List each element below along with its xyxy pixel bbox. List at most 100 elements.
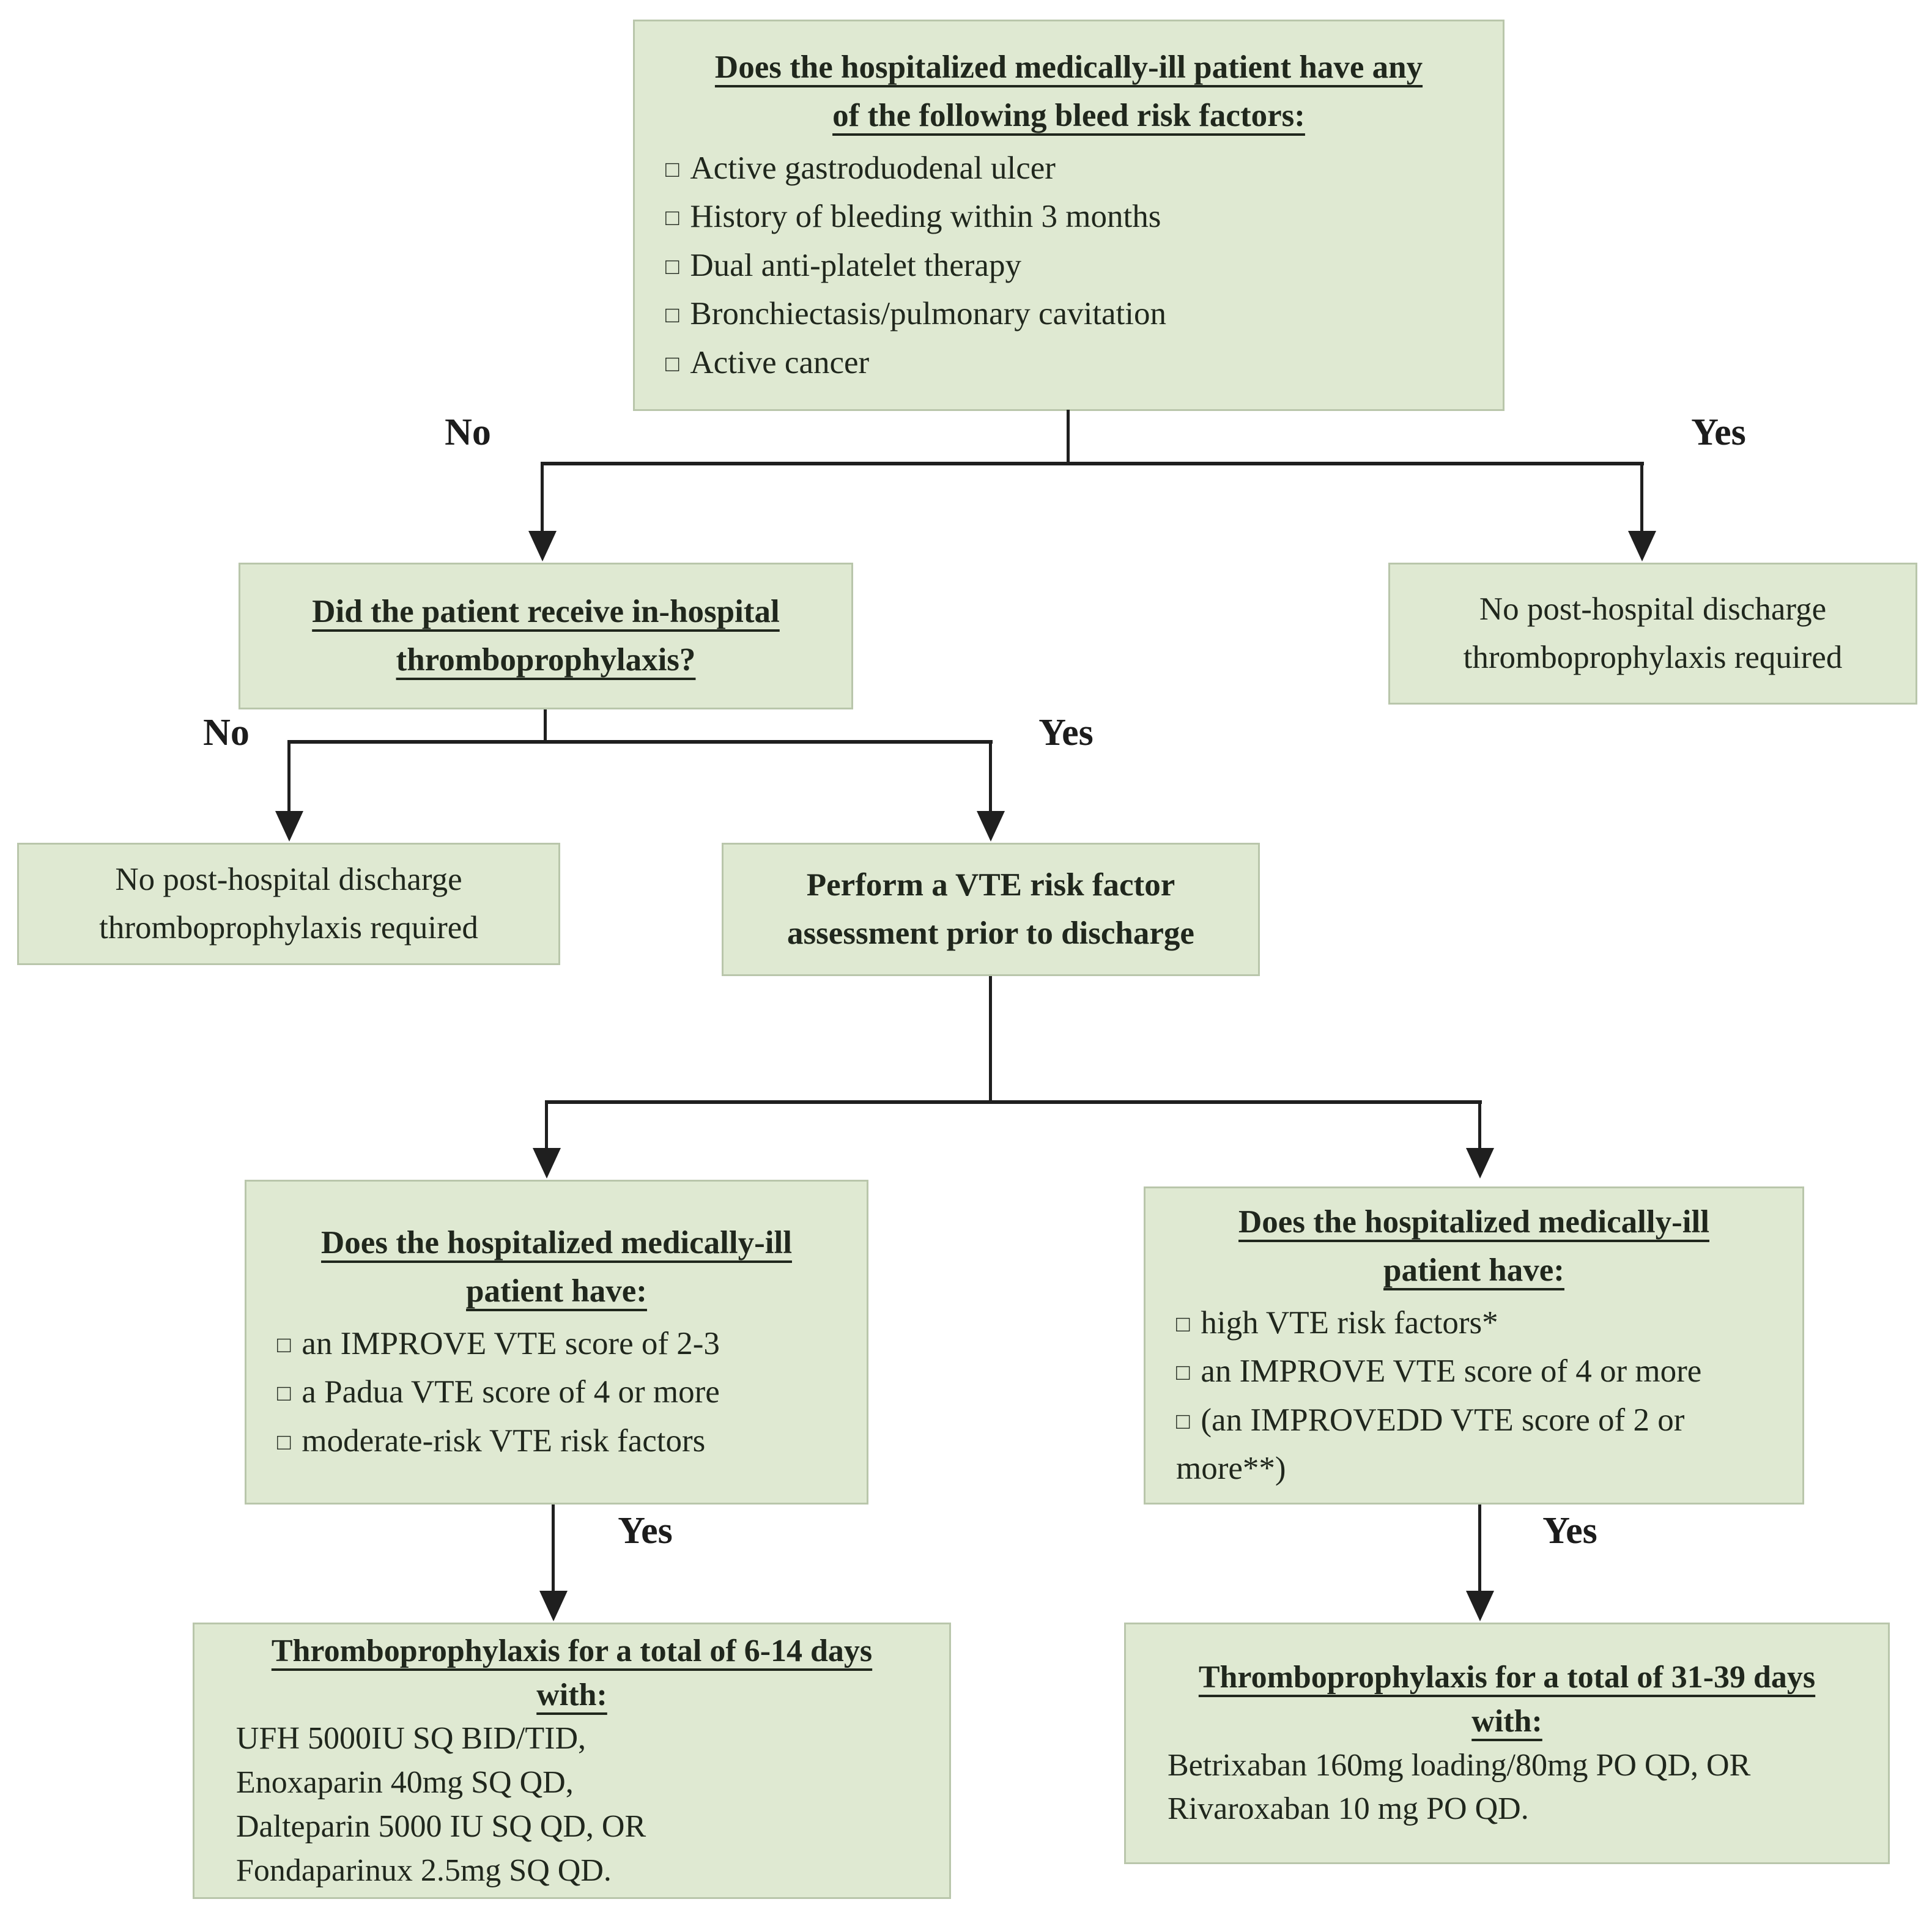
connector-branch3-horizontal <box>545 1100 1482 1104</box>
checklist-item: □(an IMPROVEDD VTE score of 2 or more**) <box>1176 1396 1772 1493</box>
edge-label-no: No <box>203 712 250 753</box>
title-line: with: <box>536 1677 607 1712</box>
connector-high-yes-drop <box>1478 1505 1481 1595</box>
moderate-risk-checklist: □ an IMPROVE VTE score of 2-3 □ a Padua VT… <box>277 1320 836 1466</box>
checklist-item-label: a Padua VTE score of 4 or more <box>302 1374 720 1410</box>
drug-line: Betrixaban 160mg loading/80mg PO QD, OR <box>1168 1747 1751 1783</box>
title-line: with: <box>1471 1703 1542 1739</box>
text-line: thromboprophylaxis required <box>1463 640 1843 675</box>
bleed-risk-checklist: □Active gastroduodenal ulcer □History of… <box>665 144 1472 388</box>
arrow-down-icon <box>539 1591 568 1621</box>
bleed-risk-question-box: Does the hospitalized medically-ill pati… <box>633 20 1505 411</box>
high-risk-checklist: □ high VTE risk factors* □ an IMPROVE VTE … <box>1176 1299 1772 1493</box>
arrow-down-icon <box>977 811 1005 842</box>
no-discharge-prophylaxis-box-left: No post-hospital discharge thromboprophy… <box>17 843 560 965</box>
checklist-item: □ Active cancer <box>665 339 1472 388</box>
extended-course-drug-list: Betrixaban 160mg loading/80mg PO QD, OR … <box>1157 1744 1857 1832</box>
checklist-item: □ History of bleeding within 3 months <box>665 193 1472 242</box>
title-line: Did the patient receive in-hospital <box>312 593 780 629</box>
connector-stem-in-hospital-question <box>544 709 547 741</box>
title-line: thromboprophylaxis? <box>396 642 696 678</box>
checklist-item: □Active gastroduodenal ulcer <box>665 144 1472 193</box>
title-line: Does the hospitalized medically-ill pati… <box>714 49 1423 85</box>
checkbox-icon: □ <box>665 303 679 328</box>
vte-assessment-box: Perform a VTE risk factor assessment pri… <box>722 843 1260 976</box>
title-line: Does the hospitalized medically-ill <box>1238 1204 1709 1240</box>
connector-stem-bleed-risk <box>1067 410 1070 462</box>
drug-line: UFH 5000IU SQ BID/TID, <box>236 1721 586 1756</box>
no-discharge-prophylaxis-box-right: No post-hospital discharge thromboprophy… <box>1388 563 1917 705</box>
checklist-item: □ an IMPROVE VTE score of 2-3 <box>277 1320 836 1369</box>
checkbox-icon: □ <box>665 351 679 377</box>
checklist-item-label: Bronchiectasis/pulmonary cavitation <box>690 296 1166 332</box>
text-line: No post-hospital discharge <box>1479 591 1827 627</box>
in-hospital-question-title: Did the patient receive in-hospital thro… <box>271 588 821 685</box>
moderate-risk-decision-box: Does the hospitalized medically-ill pati… <box>245 1180 868 1505</box>
high-risk-title: Does the hospitalized medically-ill pati… <box>1176 1198 1772 1295</box>
high-risk-decision-box: Does the hospitalized medically-ill pati… <box>1144 1186 1804 1505</box>
connector-branch2-horizontal <box>287 740 993 744</box>
checkbox-icon: □ <box>277 1429 291 1455</box>
checklist-item-label: Active gastroduodenal ulcer <box>690 150 1056 186</box>
short-course-treatment-box: Thromboprophylaxis for a total of 6-14 d… <box>193 1623 951 1899</box>
drug-line: Enoxaparin 40mg SQ QD, <box>236 1765 574 1800</box>
edge-label-yes: Yes <box>1542 1510 1597 1552</box>
checklist-item: □ an IMPROVE VTE score of 4 or more <box>1176 1347 1772 1396</box>
connector-moderate-yes-drop <box>552 1505 555 1595</box>
connector-branch1-left-drop <box>541 462 544 532</box>
checklist-item-label: an IMPROVE VTE score of 4 or more <box>1201 1353 1702 1389</box>
edge-label-no: No <box>445 412 491 453</box>
in-hospital-prophylaxis-question-box: Did the patient receive in-hospital thro… <box>239 563 853 709</box>
connector-stem-assessment <box>989 976 992 1100</box>
no-discharge-text: No post-hospital discharge thromboprophy… <box>1421 585 1885 683</box>
edge-label-yes: Yes <box>1038 712 1094 753</box>
checkbox-icon: □ <box>1176 1408 1190 1434</box>
short-course-title: Thromboprophylaxis for a total of 6-14 d… <box>225 1629 919 1717</box>
checklist-item-label: (an IMPROVEDD VTE score of 2 or more**) <box>1176 1402 1685 1487</box>
vte-assessment-title: Perform a VTE risk factor assessment pri… <box>754 861 1227 958</box>
title-line: patient have: <box>1383 1253 1564 1288</box>
connector-branch3-right-drop <box>1478 1100 1481 1152</box>
extended-course-treatment-box: Thromboprophylaxis for a total of 31-39 … <box>1124 1623 1890 1864</box>
connector-branch2-left-drop <box>287 740 291 812</box>
arrow-down-icon <box>533 1148 561 1179</box>
connector-branch3-left-drop <box>545 1100 548 1152</box>
checklist-item: □ a Padua VTE score of 4 or more <box>277 1368 836 1417</box>
checkbox-icon: □ <box>665 205 679 231</box>
drug-line: Fondaparinux 2.5mg SQ QD. <box>236 1853 612 1888</box>
checkbox-icon: □ <box>277 1332 291 1358</box>
connector-branch2-right-drop <box>989 740 992 812</box>
no-discharge-text: No post-hospital discharge thromboprophy… <box>50 856 528 953</box>
checklist-item-label: an IMPROVE VTE score of 2-3 <box>302 1325 720 1361</box>
checkbox-icon: □ <box>277 1381 291 1407</box>
checklist-item-label: moderate-risk VTE risk factors <box>302 1423 706 1459</box>
checklist-item-label: Dual anti-platelet therapy <box>690 247 1021 283</box>
checklist-item-label: high VTE risk factors* <box>1201 1305 1498 1341</box>
connector-branch1-horizontal <box>541 462 1644 465</box>
moderate-risk-title: Does the hospitalized medically-ill pati… <box>277 1219 836 1316</box>
checklist-item-label: Active cancer <box>690 344 870 380</box>
drug-line: Rivaroxaban 10 mg PO QD. <box>1168 1791 1529 1827</box>
connector-branch1-right-drop <box>1640 462 1643 532</box>
extended-course-title: Thromboprophylaxis for a total of 31-39 … <box>1157 1656 1857 1744</box>
checklist-item: □ Dual anti-platelet therapy <box>665 242 1472 291</box>
checklist-item: □ high VTE risk factors* <box>1176 1299 1772 1348</box>
arrow-down-icon <box>1466 1591 1494 1621</box>
checklist-item-label: History of bleeding within 3 months <box>690 199 1161 235</box>
text-line: thromboprophylaxis required <box>99 910 478 946</box>
drug-line: Dalteparin 5000 IU SQ QD, OR <box>236 1808 646 1844</box>
title-line: patient have: <box>466 1273 647 1309</box>
checkbox-icon: □ <box>1176 1360 1190 1385</box>
title-line: of the following bleed risk factors: <box>832 98 1305 134</box>
text-line: No post-hospital discharge <box>115 861 462 897</box>
title-line: Thromboprophylaxis for a total of 31-39 … <box>1198 1660 1816 1695</box>
checklist-item: □ Bronchiectasis/pulmonary cavitation <box>665 290 1472 339</box>
title-line: Does the hospitalized medically-ill <box>321 1224 792 1260</box>
arrow-down-icon <box>1628 531 1656 561</box>
checkbox-icon: □ <box>665 254 679 279</box>
edge-label-yes: Yes <box>1691 412 1746 453</box>
arrow-down-icon <box>528 531 557 561</box>
checkbox-icon: □ <box>1176 1311 1190 1337</box>
short-course-drug-list: UFH 5000IU SQ BID/TID, Enoxaparin 40mg S… <box>225 1717 919 1892</box>
